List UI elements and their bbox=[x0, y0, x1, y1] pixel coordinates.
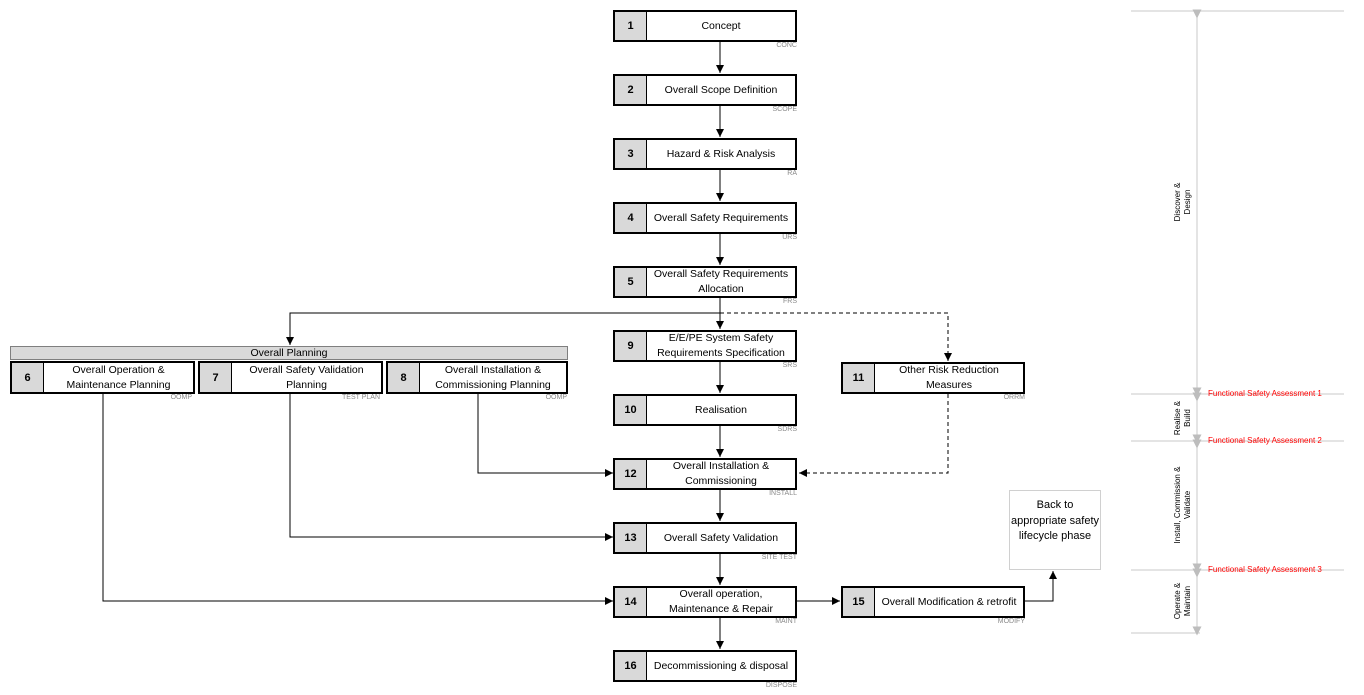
step-label: Overall Modification & retrofit bbox=[881, 595, 1017, 608]
arrow-15-back bbox=[1025, 571, 1057, 602]
step-label: Overall Scope Definition bbox=[664, 83, 778, 96]
step-number: 3 bbox=[615, 140, 647, 168]
step-code: FRS bbox=[783, 298, 797, 305]
step-code: ORRM bbox=[1003, 394, 1025, 401]
step-code: TEST PLAN bbox=[342, 394, 380, 401]
step-13-safety-validation: 13 Overall Safety Validation bbox=[613, 522, 797, 554]
step-code: URS bbox=[782, 234, 797, 241]
step-number: 16 bbox=[615, 652, 647, 680]
step-5-requirements-allocation: 5 Overall Safety Requirements Allocation bbox=[613, 266, 797, 298]
step-label: Overall Safety Requirements bbox=[653, 211, 789, 224]
step-number: 11 bbox=[843, 364, 875, 392]
step-number: 12 bbox=[615, 460, 647, 488]
step-label: Realisation bbox=[695, 403, 747, 416]
step-number: 5 bbox=[615, 268, 647, 296]
step-4-safety-requirements: 4 Overall Safety Requirements bbox=[613, 202, 797, 234]
step-label: Decommissioning & disposal bbox=[653, 659, 789, 672]
step-10-realisation: 10 Realisation bbox=[613, 394, 797, 426]
overall-planning-header: Overall Planning bbox=[10, 346, 568, 360]
step-code: MODIFY bbox=[997, 618, 1025, 625]
arrow-8-12 bbox=[477, 394, 613, 477]
step-1-concept: 1 Concept bbox=[613, 10, 797, 42]
step-number: 8 bbox=[388, 363, 420, 392]
step-number: 15 bbox=[843, 588, 875, 616]
step-label: Overall Safety Requirements Allocation bbox=[653, 268, 789, 295]
step-label: Overall Safety Validation bbox=[663, 531, 779, 544]
step-code: RA bbox=[787, 170, 797, 177]
step-number: 6 bbox=[12, 363, 44, 392]
step-9-system-safety-requirements: 9 E/E/PE System Safety Requirements Spec… bbox=[613, 330, 797, 362]
step-number: 10 bbox=[615, 396, 647, 424]
step-3-hazard-analysis: 3 Hazard & Risk Analysis bbox=[613, 138, 797, 170]
phase-label-realise-build: Realise & Build bbox=[1173, 400, 1192, 436]
step-number: 7 bbox=[200, 363, 232, 392]
step-label: Hazard & Risk Analysis bbox=[666, 147, 776, 160]
step-label: Overall Installation & Commissioning Pla… bbox=[435, 363, 551, 391]
step-11-other-risk-reduction: 11 Other Risk Reduction Measures bbox=[841, 362, 1025, 394]
step-code: DISPOSE bbox=[765, 682, 797, 689]
arrow-7-13 bbox=[289, 394, 613, 541]
step-code: SRS bbox=[782, 362, 797, 369]
step-6-operation-planning: 6 Overall Operation & Maintenance Planni… bbox=[10, 361, 195, 394]
arrow-6-14 bbox=[102, 394, 613, 605]
phase-label-install-commission-validate: Install, Commission & Validate bbox=[1173, 466, 1192, 544]
step-code: OOMP bbox=[545, 394, 567, 401]
step-number: 9 bbox=[615, 332, 647, 360]
back-to-lifecycle-note: Back to appropriate safety lifecycle pha… bbox=[1009, 490, 1101, 570]
step-code: SDRS bbox=[777, 426, 797, 433]
step-label: Concept bbox=[701, 19, 741, 32]
step-16-decommissioning: 16 Decommissioning & disposal bbox=[613, 650, 797, 682]
step-number: 4 bbox=[615, 204, 647, 232]
functional-safety-assessment-1: Functional Safety Assessment 1 bbox=[1208, 389, 1322, 398]
step-8-installation-planning: 8 Overall Installation & Commissioning P… bbox=[386, 361, 568, 394]
step-label: Other Risk Reduction Measures bbox=[899, 364, 999, 391]
arrow-11-12 bbox=[799, 394, 949, 477]
step-number: 1 bbox=[615, 12, 647, 40]
step-code: CONC bbox=[776, 42, 797, 49]
step-2-scope: 2 Overall Scope Definition bbox=[613, 74, 797, 106]
step-code: OOMP bbox=[170, 394, 192, 401]
step-code: MAINT bbox=[775, 618, 797, 625]
phase-label-discover-design: Discover & Design bbox=[1173, 182, 1192, 222]
step-code: SITE TEST bbox=[761, 554, 797, 561]
step-14-operation-maintenance: 14 Overall operation, Maintenance & Repa… bbox=[613, 586, 797, 618]
step-label: Overall Operation & Maintenance Planning bbox=[66, 363, 171, 391]
step-number: 2 bbox=[615, 76, 647, 104]
step-code: INSTALL bbox=[769, 490, 797, 497]
functional-safety-assessment-2: Functional Safety Assessment 2 bbox=[1208, 436, 1322, 445]
step-label: E/E/PE System Safety Requirements Specif… bbox=[657, 332, 785, 359]
step-label: Overall Safety Validation Planning bbox=[249, 363, 364, 391]
functional-safety-assessment-3: Functional Safety Assessment 3 bbox=[1208, 565, 1322, 574]
step-15-modification-retrofit: 15 Overall Modification & retrofit bbox=[841, 586, 1025, 618]
step-code: SCOPE bbox=[772, 106, 797, 113]
step-12-installation-commissioning: 12 Overall Installation & Commissioning bbox=[613, 458, 797, 490]
step-label: Overall operation, Maintenance & Repair bbox=[669, 588, 773, 615]
arrow-5-11 bbox=[720, 312, 952, 361]
step-7-validation-planning: 7 Overall Safety Validation Planning bbox=[198, 361, 383, 394]
arrow-5-planning bbox=[286, 312, 720, 345]
step-number: 14 bbox=[615, 588, 647, 616]
phase-label-operate-maintain: Operate & Maintain bbox=[1173, 582, 1192, 620]
step-number: 13 bbox=[615, 524, 647, 552]
step-label: Overall Installation & Commissioning bbox=[672, 460, 770, 487]
